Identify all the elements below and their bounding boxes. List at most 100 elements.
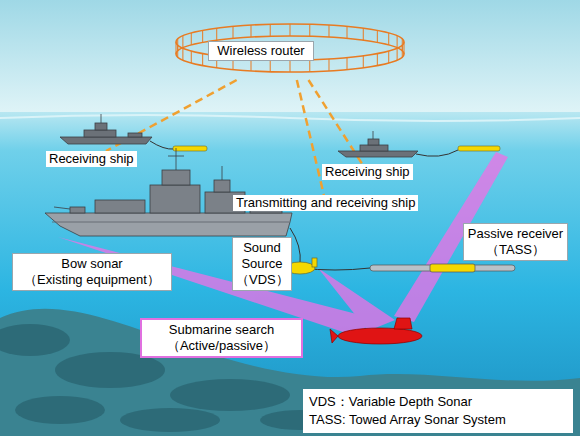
transmitting-ship — [45, 213, 292, 236]
router-ring — [176, 36, 404, 72]
equipment-box: Passive receiver（TASS） — [463, 223, 568, 261]
transmitting-ship — [222, 166, 223, 180]
node-label: （TASS） — [467, 242, 564, 258]
towed-array — [458, 146, 500, 151]
node-label: Submarine search — [145, 322, 298, 338]
router-ring — [377, 30, 378, 42]
router-ring — [328, 59, 329, 71]
router-ring — [404, 42, 405, 54]
router-ring — [309, 60, 310, 72]
tass-array — [430, 264, 475, 272]
node-label: （Existing equipment） — [16, 272, 168, 288]
router-ring — [290, 60, 291, 72]
router-ring — [216, 28, 217, 40]
water — [0, 112, 580, 436]
router-ring — [182, 36, 183, 48]
towed-array — [173, 146, 207, 151]
receiving-ship — [373, 131, 374, 139]
receiving-ship — [360, 145, 388, 151]
node-label: Passive receiver — [467, 226, 564, 242]
router-ring — [397, 36, 398, 48]
node-label: Receiving ship — [49, 151, 134, 167]
router-ring — [191, 33, 192, 45]
abbreviation-note: TASS: Towed Array Sonar System — [309, 411, 567, 429]
seabed-rocks — [0, 324, 70, 356]
router-ring — [309, 24, 310, 36]
transmitting-ship — [95, 200, 145, 213]
tass-array — [370, 264, 515, 272]
sea-surface — [0, 115, 580, 121]
router-ring — [202, 54, 203, 66]
router-ring — [202, 30, 203, 42]
search-box: Submarine search（Active/passive） — [140, 318, 303, 358]
equipment-box: Bow sonar（Existing equipment） — [12, 253, 172, 291]
router-ring — [176, 42, 177, 54]
submarine — [330, 318, 422, 344]
seabed-rocks — [170, 379, 290, 411]
router-ring: Wireless router — [173, 22, 407, 80]
tow-cable — [150, 141, 174, 149]
receiving-ship — [60, 137, 152, 144]
router-ring — [251, 25, 252, 37]
receiving-ship — [368, 139, 379, 145]
router-ring — [402, 39, 403, 51]
node-label: Sound Source — [236, 240, 288, 272]
node-label: （VDS） — [236, 272, 288, 288]
node-label: Wireless router — [209, 42, 313, 60]
router-label-box: Wireless router — [208, 41, 314, 61]
sky — [0, 0, 580, 118]
node-label: Bow sonar — [16, 256, 168, 272]
submarine — [330, 329, 338, 343]
router-ring — [270, 60, 271, 72]
transmitting-ship — [162, 170, 190, 185]
router-ring — [182, 48, 183, 60]
transmitting-ship — [52, 222, 289, 223]
router-ring — [290, 24, 291, 36]
receiving-ship — [84, 130, 116, 137]
receiving-ship — [101, 114, 102, 123]
router-ring — [191, 51, 192, 63]
node-label: Transmitting and receiving ship — [236, 195, 415, 211]
tow-cable — [416, 150, 458, 156]
equipment-box: Sound Source（VDS） — [232, 237, 292, 291]
router-ring — [270, 24, 271, 36]
router-ring — [388, 51, 389, 63]
transmitting-ship — [214, 180, 230, 192]
transmitting-ship — [168, 156, 184, 157]
ship-label: Receiving ship — [322, 164, 413, 180]
transmitting-ship — [176, 148, 177, 170]
router-ring — [388, 33, 389, 45]
ship-label: Receiving ship — [46, 151, 137, 167]
router-ring — [328, 25, 329, 37]
seabed — [0, 309, 580, 436]
transmitting-ship — [150, 185, 200, 213]
tass-array — [370, 265, 515, 271]
router-ring — [377, 54, 378, 66]
vds-body — [312, 258, 317, 267]
seabed-rocks — [15, 396, 105, 424]
router-ring — [347, 26, 348, 38]
router-ring — [347, 58, 348, 70]
receiving-ship — [338, 131, 418, 157]
router-ring — [363, 56, 364, 68]
router-ring — [363, 28, 364, 40]
router-ring — [233, 26, 234, 38]
receiving-ship — [128, 133, 142, 137]
sonar-beam — [58, 152, 508, 337]
submarine — [394, 318, 412, 329]
note-box: VDS：Variable Depth SonarTASS: Towed Arra… — [303, 389, 573, 433]
transmitting-ship — [45, 148, 292, 236]
router-ring — [397, 48, 398, 60]
node-label: Receiving ship — [325, 164, 410, 180]
receiving-ship — [60, 114, 152, 144]
router-ring — [176, 24, 404, 60]
transmitting-ship — [54, 207, 70, 209]
seabed-rocks — [120, 408, 220, 432]
receiving-ship — [338, 151, 418, 157]
ship-label: Transmitting and receiving ship — [233, 195, 418, 211]
router-ring — [177, 39, 178, 51]
submarine — [338, 328, 422, 344]
receiving-ship — [95, 123, 107, 130]
